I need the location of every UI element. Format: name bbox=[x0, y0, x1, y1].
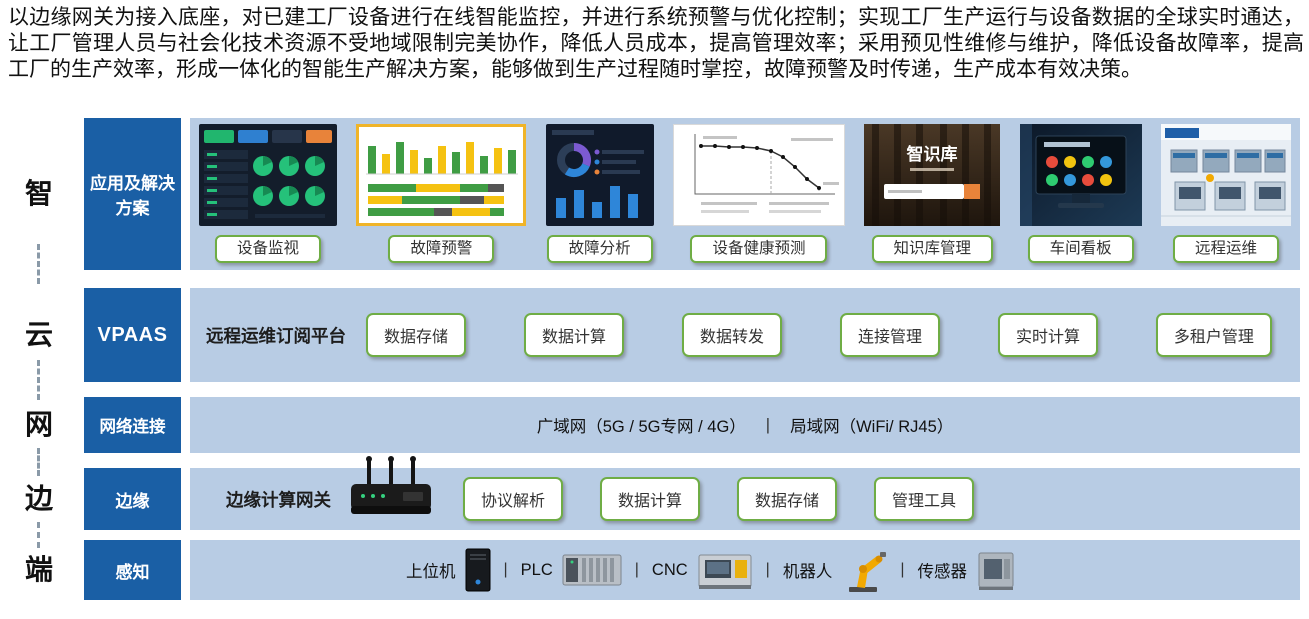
cnc-machine-icon bbox=[698, 554, 752, 589]
app-column-health-prediction: 设备健康预测 bbox=[672, 124, 845, 263]
network-band: 广域网（5G / 5G专网 / 4G） | 局域网（WiFi/ RJ45） bbox=[190, 397, 1300, 453]
app-column-remote-ops: 远程运维 bbox=[1160, 124, 1291, 263]
robot-arm-icon bbox=[849, 552, 887, 592]
app-item-device-monitoring[interactable]: 设备监视 bbox=[214, 235, 321, 263]
vpaas-item-realtime-computing[interactable]: 实时计算 bbox=[997, 313, 1098, 357]
rail-label-network: 网 bbox=[24, 409, 53, 440]
app-column-device-monitoring: 设备监视 bbox=[199, 124, 337, 263]
health-prediction-image bbox=[672, 124, 845, 226]
knowledge-base-image: 智识库 bbox=[864, 124, 1001, 226]
remote-ops-image bbox=[1160, 124, 1291, 226]
intro-paragraph: 以边缘网关为接入底座，对已建工厂设备进行在线智能监控，并进行系统预警与优化控制；… bbox=[8, 6, 1304, 81]
app-column-fault-analysis: 故障分析 bbox=[545, 124, 654, 263]
edge-item-data-storage[interactable]: 数据存储 bbox=[737, 477, 838, 521]
app-item-fault-analysis[interactable]: 故障分析 bbox=[546, 235, 653, 263]
separator: | bbox=[634, 561, 639, 578]
applications-band: 设备监视 故障预警 bbox=[190, 118, 1300, 270]
knowledge-base-title: 智识库 bbox=[907, 144, 958, 164]
edge-item-management-tools[interactable]: 管理工具 bbox=[874, 477, 975, 521]
device-sensor: 传感器 bbox=[917, 549, 1016, 591]
rail-label-cloud: 云 bbox=[24, 319, 53, 350]
rail-connector bbox=[37, 360, 40, 400]
edge-item-data-computing[interactable]: 数据计算 bbox=[600, 477, 701, 521]
app-item-health-prediction[interactable]: 设备健康预测 bbox=[690, 235, 828, 263]
category-perception: 感知 bbox=[84, 540, 181, 600]
rail-connector bbox=[37, 522, 40, 548]
rail-label-smart: 智 bbox=[24, 178, 53, 209]
edge-gateway-device bbox=[345, 456, 437, 520]
cnc-label: CNC bbox=[651, 560, 688, 579]
host-computer-label: 上位机 bbox=[406, 563, 456, 581]
remote-ops-platform-label: 远程运维订阅平台 bbox=[206, 325, 346, 346]
vpaas-item-multi-tenant[interactable]: 多租户管理 bbox=[1155, 313, 1272, 357]
robot-label: 机器人 bbox=[782, 563, 833, 581]
separator: | bbox=[503, 561, 508, 578]
vpaas-item-connection-management[interactable]: 连接管理 bbox=[839, 313, 940, 357]
device-host-computer: 上位机 bbox=[406, 548, 491, 592]
sensor-label: 传感器 bbox=[917, 563, 967, 581]
separator: | bbox=[765, 415, 771, 434]
host-computer-icon bbox=[465, 548, 490, 592]
lan-label: 局域网（WiFi/ RJ45） bbox=[790, 418, 954, 436]
separator: | bbox=[900, 561, 905, 578]
perception-band: 上位机 | PLC | CNC | bbox=[190, 540, 1300, 600]
edge-gateway-label: 边缘计算网关 bbox=[226, 489, 331, 510]
app-column-fault-warning: 故障预警 bbox=[356, 124, 527, 263]
gateway-icon bbox=[351, 456, 431, 514]
app-column-knowledge-base: 智识库 知识库管理 bbox=[864, 124, 1001, 263]
app-item-remote-ops[interactable]: 远程运维 bbox=[1172, 235, 1279, 263]
device-robot: 机器人 bbox=[783, 547, 888, 593]
workshop-board-image bbox=[1019, 124, 1142, 226]
vpaas-item-data-storage[interactable]: 数据存储 bbox=[366, 313, 467, 357]
fault-warning-image bbox=[356, 124, 527, 226]
rail-label-device: 端 bbox=[24, 554, 53, 585]
category-vpaas: VPAAS bbox=[84, 288, 181, 382]
rail-connector bbox=[37, 244, 40, 284]
edge-band: 边缘计算网关 协议解析 数据计算 数据存储 管理工具 bbox=[190, 456, 1300, 530]
edge-item-protocol-parsing[interactable]: 协议解析 bbox=[463, 477, 564, 521]
edge-capabilities: 协议解析 数据计算 数据存储 管理工具 bbox=[463, 477, 975, 521]
category-edge: 边缘 bbox=[84, 468, 181, 530]
app-column-workshop-board: 车间看板 bbox=[1019, 124, 1142, 263]
plc-label: PLC bbox=[520, 560, 553, 579]
device-cnc: CNC bbox=[652, 549, 753, 591]
app-item-workshop-board[interactable]: 车间看板 bbox=[1027, 235, 1134, 263]
separator: | bbox=[765, 561, 770, 578]
vpaas-item-data-computing[interactable]: 数据计算 bbox=[523, 313, 624, 357]
category-network: 网络连接 bbox=[84, 397, 181, 453]
vpaas-band: 远程运维订阅平台 数据存储 数据计算 数据转发 连接管理 实时计算 多租户管理 bbox=[190, 288, 1300, 382]
sensor-machine-icon bbox=[978, 552, 1014, 590]
wan-label: 广域网（5G / 5G专网 / 4G） bbox=[536, 418, 746, 436]
plc-icon bbox=[562, 554, 622, 586]
fault-analysis-image bbox=[545, 124, 654, 226]
vpaas-item-data-forwarding[interactable]: 数据转发 bbox=[681, 313, 782, 357]
vpaas-capabilities: 数据存储 数据计算 数据转发 连接管理 实时计算 多租户管理 bbox=[366, 313, 1272, 357]
device-plc: PLC bbox=[521, 552, 622, 588]
app-item-fault-warning[interactable]: 故障预警 bbox=[388, 235, 495, 263]
category-applications: 应用及解决方案 bbox=[84, 118, 181, 270]
rail-label-edge: 边 bbox=[24, 483, 53, 514]
device-monitoring-image bbox=[199, 124, 337, 226]
app-item-knowledge-base[interactable]: 知识库管理 bbox=[871, 235, 994, 263]
rail-connector bbox=[37, 448, 40, 476]
